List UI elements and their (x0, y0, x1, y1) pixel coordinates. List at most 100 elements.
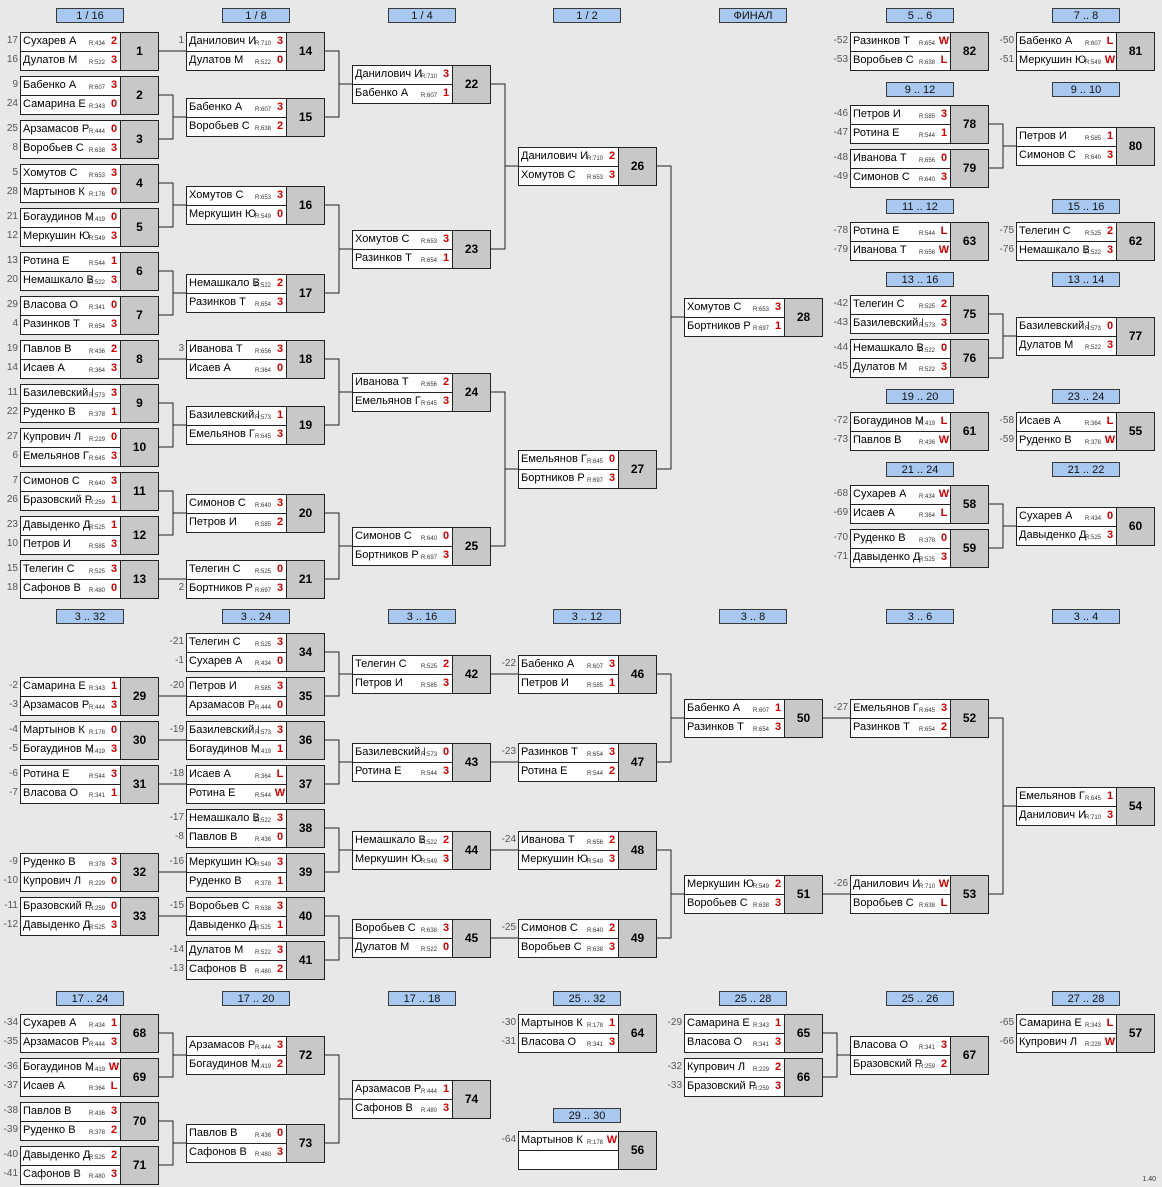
player-row[interactable]: Телегин СR:5252 (353, 656, 453, 675)
match-box[interactable]: Меркушин ЮR:5493Руденко ВR:378139 (186, 853, 325, 892)
player-row[interactable]: Иванова ТR:6562 (519, 832, 619, 851)
player-row[interactable]: Исаев АR:364L (1017, 413, 1117, 432)
match-box[interactable]: Купрович ЛR:2292Бразовский РR:259366 (684, 1058, 823, 1097)
match-box[interactable]: Телегин СR:5253Сухарев АR:434034 (186, 633, 325, 672)
match-box[interactable]: Немашкало ВR:5223Павлов ВR:436038 (186, 809, 325, 848)
player-row[interactable]: Немашкало ВR:5223 (21, 272, 121, 291)
match-box[interactable]: Мартынов КR:1781Власова ОR:341364 (518, 1014, 657, 1053)
player-row[interactable]: Петров ИR:5853 (187, 678, 287, 697)
match-box[interactable]: Власова ОR:3413Бразовский РR:259267 (850, 1036, 989, 1075)
match-box[interactable]: Павлов ВR:4363Руденко ВR:378270 (20, 1102, 159, 1141)
player-row[interactable]: Дулатов МR:5220 (353, 939, 453, 958)
match-box[interactable]: Симонов СR:6400Бортников РR:697325 (352, 527, 491, 566)
player-row[interactable]: Меркушин ЮR:5492 (685, 876, 785, 895)
player-row[interactable]: Руденко ВR:378W (1017, 432, 1117, 451)
match-box[interactable]: Базилевский ВR:5731Емельянов ГR:645319 (186, 406, 325, 445)
player-row[interactable]: Петров ИR:5851 (1017, 128, 1117, 147)
player-row[interactable]: Хомутов СR:6533 (353, 231, 453, 250)
player-row[interactable]: Емельянов ГR:6453 (187, 426, 287, 445)
match-box[interactable]: Бразовский РR:2590Давыденко ДR:525333 (20, 897, 159, 936)
player-row[interactable]: Мартынов КR:178W (519, 1132, 619, 1151)
player-row[interactable]: Сухарев АR:4341 (21, 1015, 121, 1034)
player-row[interactable]: Давыденко ДR:5251 (187, 917, 287, 936)
match-box[interactable]: Хомутов СR:6533Мартынов КR:17804 (20, 164, 159, 203)
player-row[interactable]: Данилович ИR:710W (851, 876, 951, 895)
player-row[interactable]: Самарина ЕR:3431 (21, 678, 121, 697)
match-box[interactable]: Хомутов СR:6533Разинков ТR:654123 (352, 230, 491, 269)
player-row[interactable]: Купрович ЛR:2292 (685, 1059, 785, 1078)
match-box[interactable]: Симонов СR:6402Воробьев СR:638349 (518, 919, 657, 958)
match-box[interactable]: Ротина ЕR:5443Власова ОR:341131 (20, 765, 159, 804)
match-box[interactable]: Арзамасов РR:4443Богаудинов МR:419272 (186, 1036, 325, 1075)
player-row[interactable]: Разинков ТR:6543 (21, 316, 121, 335)
match-box[interactable]: Меркушин ЮR:5492Воробьев СR:638351 (684, 875, 823, 914)
player-row[interactable]: Арзамасов РR:4441 (353, 1081, 453, 1100)
match-box[interactable]: Емельянов ГR:6450Бортников РR:697327 (518, 450, 657, 489)
player-row[interactable]: Воробьев СR:6383 (353, 920, 453, 939)
match-box[interactable]: Давыденко ДR:5251Петров ИR:585312 (20, 516, 159, 555)
player-row[interactable]: Меркушин ЮR:5490 (187, 206, 287, 225)
match-box[interactable]: Бабенко АR:6071Разинков ТR:654350 (684, 699, 823, 738)
match-box[interactable]: Павлов ВR:4362Исаев АR:36438 (20, 340, 159, 379)
player-row[interactable]: Власова ОR:3410 (21, 297, 121, 316)
player-row[interactable]: Хомутов СR:6533 (187, 187, 287, 206)
match-box[interactable]: Ротина ЕR:5441Немашкало ВR:52236 (20, 252, 159, 291)
match-box[interactable]: Немашкало ВR:5222Разинков ТR:654317 (186, 274, 325, 313)
player-row[interactable]: Богаудинов МR:4191 (187, 741, 287, 760)
player-row[interactable]: Власова ОR:3413 (851, 1037, 951, 1056)
match-box[interactable]: Телегин СR:5252Базилевский ВR:573375 (850, 295, 989, 334)
player-row[interactable]: Симонов СR:6403 (21, 473, 121, 492)
player-row[interactable]: Богаудинов МR:419W (21, 1059, 121, 1078)
player-row[interactable]: Купрович ЛR:2290 (21, 873, 121, 892)
match-box[interactable]: Самарина ЕR:3431Арзамасов РR:444329 (20, 677, 159, 716)
match-box[interactable]: Давыденко ДR:5252Сафонов ВR:480371 (20, 1146, 159, 1185)
player-row[interactable]: Базилевский ВR:5730 (353, 744, 453, 763)
player-row[interactable]: Бабенко АR:607L (1017, 33, 1117, 52)
player-row[interactable]: Данилович ИR:7103 (353, 66, 453, 85)
player-row[interactable]: Сухарев АR:4340 (1017, 508, 1117, 527)
match-box[interactable]: Арзамасов РR:4440Воробьев СR:63833 (20, 120, 159, 159)
player-row[interactable]: Давыденко ДR:5253 (851, 549, 951, 568)
player-row[interactable]: Дулатов МR:5223 (187, 942, 287, 961)
match-box[interactable]: Данилович ИR:7103Дулатов МR:522014 (186, 32, 325, 71)
match-box[interactable]: Исаев АR:364LРуденко ВR:378W55 (1016, 412, 1155, 451)
player-row[interactable]: Бабенко АR:6073 (519, 656, 619, 675)
match-box[interactable]: Бабенко АR:6073Петров ИR:585146 (518, 655, 657, 694)
player-row[interactable]: Павлов ВR:436W (851, 432, 951, 451)
player-row[interactable]: Руденко ВR:3782 (21, 1122, 121, 1141)
player-row[interactable]: Дулатов МR:5223 (21, 52, 121, 71)
match-box[interactable]: Базилевский ВR:5733Руденко ВR:37819 (20, 384, 159, 423)
match-box[interactable]: Иванова ТR:6562Емельянов ГR:645324 (352, 373, 491, 412)
player-row[interactable]: Дулатов МR:5223 (851, 359, 951, 378)
player-row[interactable]: Давыденко ДR:5253 (1017, 527, 1117, 546)
player-row[interactable]: Власова ОR:3411 (21, 785, 121, 804)
player-row[interactable]: Немашкало ВR:5220 (851, 340, 951, 359)
player-row[interactable]: Богаудинов МR:4193 (21, 741, 121, 760)
player-row[interactable]: Симонов СR:6403 (187, 495, 287, 514)
player-row[interactable]: Давыденко ДR:5251 (21, 517, 121, 536)
match-box[interactable]: Хомутов СR:6533Бортников РR:697128 (684, 298, 823, 337)
player-row[interactable]: Бразовский РR:2593 (685, 1078, 785, 1097)
match-box[interactable]: Воробьев СR:6383Дулатов МR:522045 (352, 919, 491, 958)
player-row[interactable]: Петров ИR:5852 (187, 514, 287, 533)
player-row[interactable]: Купрович ЛR:229W (1017, 1034, 1117, 1053)
player-row[interactable]: Меркушин ЮR:549W (1017, 52, 1117, 71)
player-row[interactable]: Петров ИR:5851 (519, 675, 619, 694)
match-box[interactable]: Телегин СR:5253Сафонов ВR:480013 (20, 560, 159, 599)
player-row[interactable]: Телегин СR:5250 (187, 561, 287, 580)
match-box[interactable]: Данилович ИR:7102Хомутов СR:653326 (518, 147, 657, 186)
player-row[interactable]: Исаев АR:364L (187, 766, 287, 785)
player-row[interactable]: Ротина ЕR:5443 (21, 766, 121, 785)
player-row[interactable]: Иванова ТR:6562 (353, 374, 453, 393)
player-row[interactable]: Ротина ЕR:5443 (353, 763, 453, 782)
match-box[interactable]: Самарина ЕR:3431Власова ОR:341365 (684, 1014, 823, 1053)
player-row[interactable]: Данилович ИR:7102 (519, 148, 619, 167)
player-row[interactable]: Руденко ВR:3781 (21, 404, 121, 423)
player-row[interactable]: Ротина ЕR:544L (851, 223, 951, 242)
match-box[interactable]: Разинков ТR:654WВоробьев СR:638L82 (850, 32, 989, 71)
match-box[interactable]: Телегин СR:5252Немашкало ВR:522362 (1016, 222, 1155, 261)
player-row[interactable]: Руденко ВR:3781 (187, 873, 287, 892)
match-box[interactable]: Бабенко АR:6073Воробьев СR:638215 (186, 98, 325, 137)
player-row[interactable]: Петров ИR:5853 (353, 675, 453, 694)
match-box[interactable]: Дулатов МR:5223Сафонов ВR:480241 (186, 941, 325, 980)
